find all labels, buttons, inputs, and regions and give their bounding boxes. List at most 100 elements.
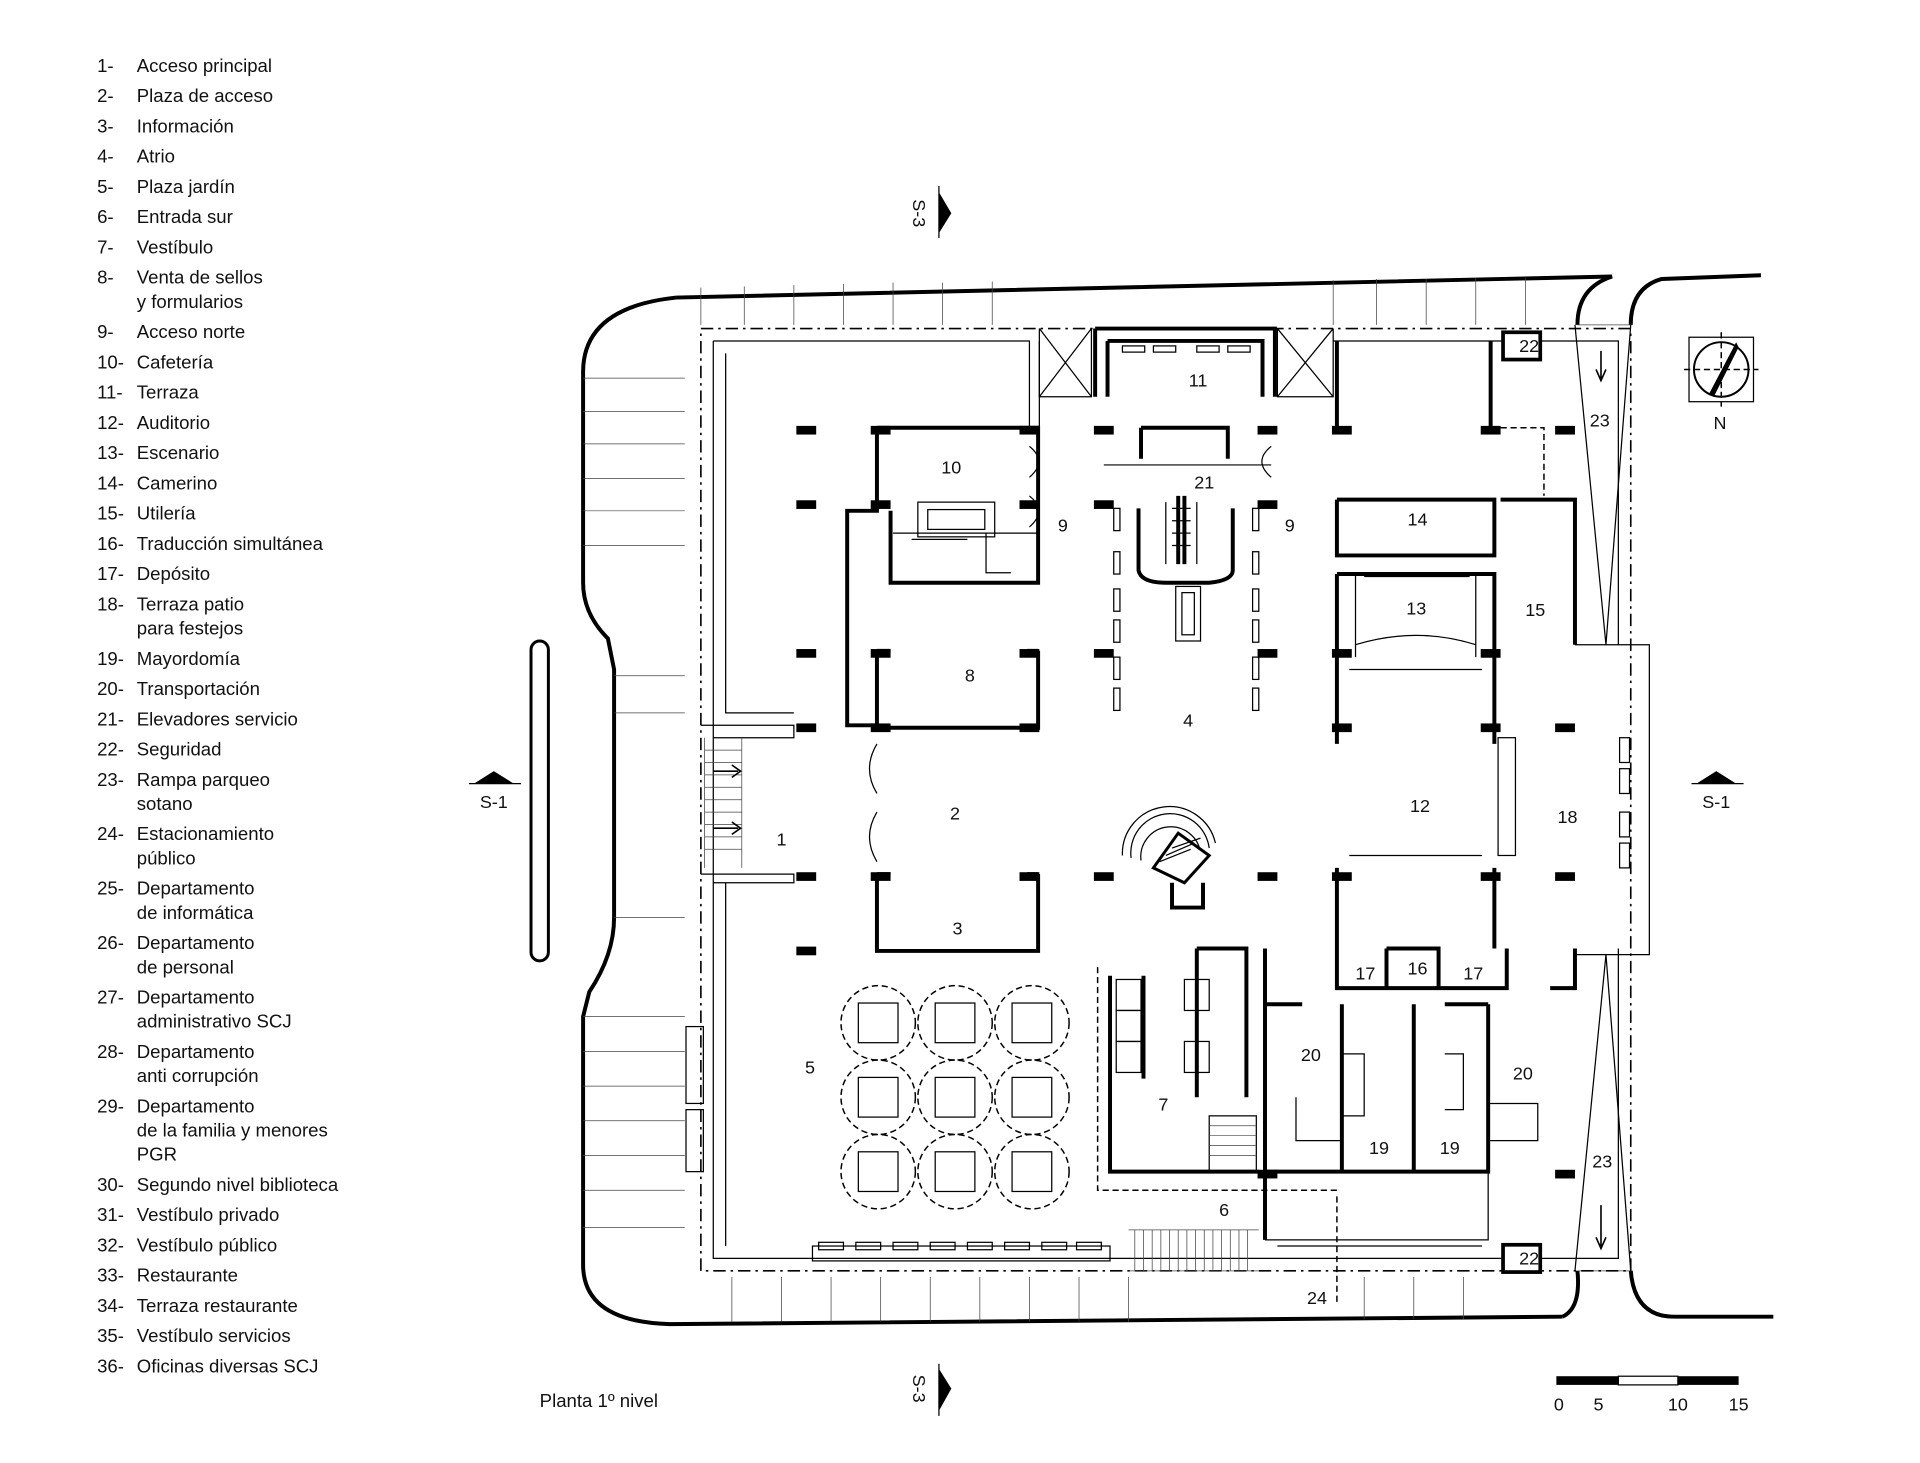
legend-number: 24- [97, 823, 124, 844]
legend-text: Rampa parqueo [137, 769, 270, 790]
planter-box [857, 1151, 899, 1193]
column [1555, 425, 1575, 435]
legend-text: público [137, 847, 196, 868]
legend-text: Vestíbulo servicios [137, 1325, 291, 1346]
legend-text: Elevadores servicio [137, 708, 298, 729]
column [1555, 1169, 1575, 1179]
legend-text: Segundo nivel biblioteca [137, 1174, 339, 1195]
legend-number: 13- [97, 442, 124, 463]
legend-number: 10- [97, 351, 124, 372]
column [1480, 649, 1501, 658]
legend-number: 21- [97, 708, 124, 729]
legend-text: Acceso norte [137, 321, 245, 342]
legend-number: 30- [97, 1174, 124, 1195]
planter-box [1011, 1151, 1053, 1193]
legend-number: 20- [97, 678, 124, 699]
legend-text: Venta de sellos [137, 267, 263, 288]
room-labels: 1 2 3 4 5 6 7 8 9 9 10 11 12 13 14 15 16… [776, 336, 1612, 1308]
legend-number: 6- [97, 206, 114, 227]
legend-number: 12- [97, 412, 124, 433]
legend-text: Estacionamiento [137, 823, 274, 844]
column [796, 649, 817, 658]
building [685, 324, 1650, 1302]
legend-number: 7- [97, 236, 114, 257]
column [796, 425, 817, 435]
room-label-22: 22 [1519, 1248, 1539, 1268]
column [1331, 425, 1352, 435]
scale-tick: 5 [1594, 1395, 1604, 1415]
column [870, 500, 891, 509]
legend-text: Departamento [137, 932, 255, 953]
legend-text: Camerino [137, 472, 218, 493]
room-label-17: 17 [1463, 963, 1483, 983]
legend-text: Entrada sur [137, 206, 233, 227]
scale-tick: 0 [1554, 1395, 1564, 1415]
legend-text: administrativo SCJ [137, 1011, 292, 1032]
legend-text: Mayordomía [137, 648, 241, 669]
legend-number: 15- [97, 503, 124, 524]
room-label-6: 6 [1219, 1200, 1229, 1220]
legend-number: 4- [97, 146, 114, 167]
legend-number: 9- [97, 321, 114, 342]
planter-circle [840, 1133, 917, 1210]
planter-circle [917, 1059, 993, 1136]
legend-text: Vestíbulo [137, 236, 213, 257]
room-label-18: 18 [1558, 807, 1578, 827]
planter-box [857, 1002, 899, 1044]
room-label-2: 2 [950, 803, 960, 823]
legend-text: Oficinas diversas SCJ [137, 1355, 319, 1376]
room-label-22: 22 [1519, 336, 1539, 356]
column [870, 425, 891, 435]
legend-text: Traducción simultánea [137, 533, 324, 554]
room-label-23: 23 [1592, 1152, 1612, 1172]
column [1093, 649, 1114, 658]
room-label-12: 12 [1410, 796, 1430, 816]
legend-number: 27- [97, 987, 124, 1008]
legend-number: 34- [97, 1295, 124, 1316]
legend-text: Departamento [137, 1095, 255, 1116]
section-marker-bottom: S-3 [909, 1363, 952, 1416]
north-label: N [1714, 413, 1727, 433]
legend-text: Auditorio [137, 412, 210, 433]
column [1331, 872, 1352, 881]
legend-text: Departamento [137, 878, 255, 899]
legend-number: 35- [97, 1325, 124, 1346]
planter-box [934, 1076, 976, 1118]
legend-number: 16- [97, 533, 124, 554]
room-label-19: 19 [1440, 1138, 1460, 1158]
section-label: S-3 [909, 1375, 929, 1403]
room-label-23: 23 [1590, 410, 1610, 430]
room-label-15: 15 [1525, 600, 1545, 620]
legend-text: de la familia y menores [137, 1120, 328, 1141]
legend-text: Seguridad [137, 739, 222, 760]
legend-number: 29- [97, 1095, 124, 1116]
room-label-9: 9 [1285, 516, 1295, 536]
column [1257, 649, 1278, 658]
column [1093, 872, 1114, 881]
legend-number: 11- [97, 382, 122, 403]
planter-box [934, 1151, 976, 1193]
legend-number: 25- [97, 878, 124, 899]
legend-number: 26- [97, 932, 124, 953]
legend-text: Atrio [137, 146, 175, 167]
legend-text: para festejos [137, 618, 243, 639]
legend-text: Terraza restaurante [137, 1295, 298, 1316]
scale-bar: 0 5 10 15 [1554, 1375, 1749, 1415]
room-label-1: 1 [776, 829, 786, 849]
column [1019, 723, 1040, 733]
legend-number: 3- [97, 115, 114, 136]
legend-number: 18- [97, 593, 124, 614]
planter-circle [993, 1133, 1070, 1210]
room-label-20: 20 [1301, 1045, 1321, 1065]
room-label-13: 13 [1406, 599, 1426, 619]
legend-text: Departamento [137, 1041, 255, 1062]
legend-text: anti corrupción [137, 1065, 259, 1086]
scale-tick: 15 [1729, 1395, 1749, 1415]
room-label-3: 3 [953, 919, 963, 939]
column [796, 723, 817, 733]
room-label-5: 5 [805, 1057, 815, 1077]
legend-text: Departamento [137, 987, 255, 1008]
room-label-8: 8 [965, 666, 975, 686]
